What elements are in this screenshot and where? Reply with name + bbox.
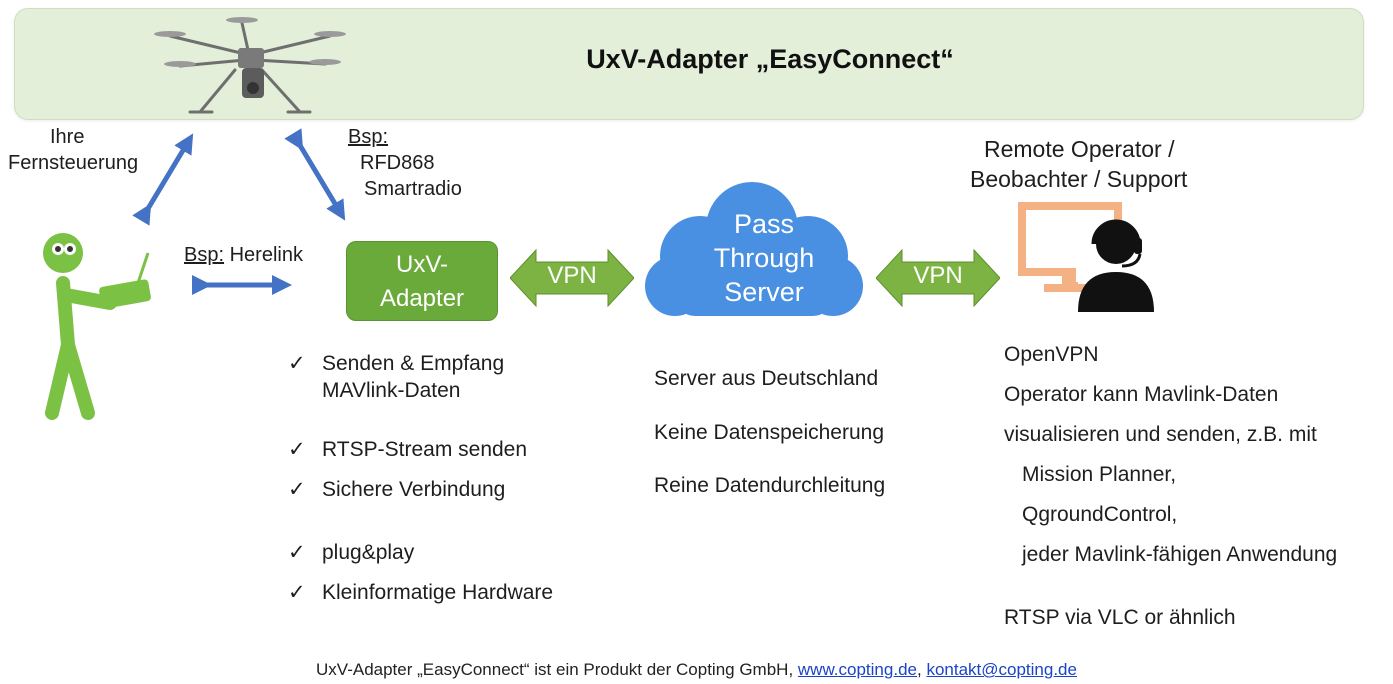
vpn-arrow-left bbox=[510, 248, 634, 308]
check-icon: ✓ bbox=[288, 352, 306, 375]
arrow-drone-adapter bbox=[284, 128, 346, 221]
footer-link-website[interactable]: www.copting.de bbox=[797, 660, 917, 679]
vpn-label-left: VPN bbox=[547, 262, 597, 289]
operator-info-4: Mission Planner, bbox=[1022, 463, 1177, 486]
label-fernsteuerung: Fernsteuerung bbox=[8, 152, 139, 174]
footer-separator: , bbox=[916, 660, 922, 679]
label-herelink: Herelink bbox=[224, 244, 303, 266]
check-item-4-label: plug&play bbox=[322, 541, 415, 564]
operator-info-6: jeder Mavlink-fähigen Anwendung bbox=[1022, 543, 1338, 566]
cloud-label: Pass Through Server bbox=[690, 207, 838, 309]
label-ihre: Ihre bbox=[50, 126, 85, 148]
operator-info-5: QgroundControl, bbox=[1022, 503, 1178, 526]
cloud-line3: Server bbox=[724, 277, 804, 307]
uxv-adapter-box: UxV- Adapter bbox=[346, 241, 498, 321]
label-remote-operator: Remote Operator / bbox=[984, 136, 1175, 162]
check-item-4: ✓ plug&play bbox=[288, 539, 414, 566]
check-item-5: ✓ Kleinformatige Hardware bbox=[288, 579, 553, 606]
operator-info-2: Operator kann Mavlink-Daten bbox=[1004, 383, 1279, 406]
vpn-label-right: VPN bbox=[913, 262, 963, 289]
footer: UxV-Adapter „EasyConnect“ ist ein Produk… bbox=[0, 660, 1393, 680]
check-icon: ✓ bbox=[288, 438, 306, 461]
cloud-line1: Pass bbox=[733, 209, 795, 239]
check-item-3: ✓ Sichere Verbindung bbox=[288, 476, 505, 503]
vpn-arrow-right bbox=[876, 248, 1000, 308]
server-info-3: Reine Datendurchleitung bbox=[654, 474, 886, 497]
check-icon: ✓ bbox=[288, 541, 306, 564]
check-item-1: ✓ Senden & Empfang bbox=[288, 350, 504, 377]
check-icon: ✓ bbox=[288, 581, 306, 604]
label-smartradio: Smartradio bbox=[364, 178, 462, 200]
label-bsp-prefix: Bsp: bbox=[184, 244, 225, 266]
page-title: UxV-Adapter „EasyConnect“ bbox=[586, 44, 954, 74]
label-rfd868: RFD868 bbox=[360, 152, 435, 174]
label-bsp-rfd: Bsp: bbox=[348, 126, 389, 148]
drone-icon bbox=[154, 17, 346, 114]
label-bsp-herelink: Bsp: Herelink bbox=[184, 242, 303, 268]
cloud-line2: Through bbox=[713, 243, 815, 273]
cloud-icon bbox=[645, 182, 863, 316]
adapter-line1: UxV- bbox=[395, 251, 448, 278]
check-item-2-label: RTSP-Stream senden bbox=[322, 438, 528, 461]
check-icon: ✓ bbox=[288, 478, 306, 501]
label-beobachter-support: Beobachter / Support bbox=[970, 166, 1188, 192]
server-info-2: Keine Datenspeicherung bbox=[654, 421, 884, 444]
pilot-with-remote-icon bbox=[43, 233, 151, 420]
footer-link-email[interactable]: kontakt@copting.de bbox=[926, 660, 1077, 679]
adapter-line2: Adapter bbox=[379, 285, 465, 312]
operator-headset-monitor-icon bbox=[1018, 202, 1154, 312]
arrow-drone-remote bbox=[132, 133, 194, 226]
operator-info-3: visualisieren und senden, z.B. mit bbox=[1004, 423, 1317, 446]
footer-text: UxV-Adapter „EasyConnect“ ist ein Produk… bbox=[316, 660, 794, 679]
server-info-1: Server aus Deutschland bbox=[654, 367, 879, 390]
operator-info-1: OpenVPN bbox=[1004, 343, 1099, 366]
check-item-5-label: Kleinformatige Hardware bbox=[322, 581, 554, 604]
check-item-1-line1: Senden & Empfang bbox=[322, 352, 505, 375]
check-item-2: ✓ RTSP-Stream senden bbox=[288, 436, 527, 463]
check-item-3-label: Sichere Verbindung bbox=[322, 478, 506, 501]
check-item-1-line2: MAVlink-Daten bbox=[322, 379, 461, 402]
operator-info-7: RTSP via VLC or ähnlich bbox=[1004, 606, 1236, 629]
